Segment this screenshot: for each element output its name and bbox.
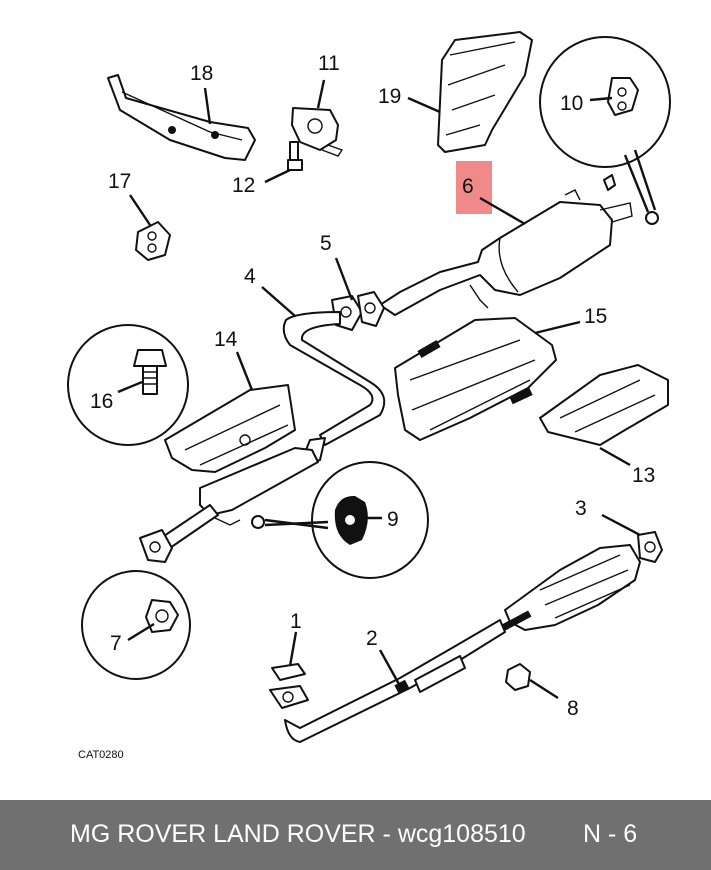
callout-3: 3 [575, 497, 587, 520]
footer-part-description: MG ROVER LAND ROVER - wcg108510 [70, 820, 526, 848]
part-19-heat-shield[interactable] [437, 31, 533, 153]
part-3-gasket[interactable] [637, 531, 663, 563]
callout-10: 10 [560, 92, 583, 115]
part-4-intermediate-pipe[interactable] [139, 311, 386, 563]
part-12-bolt[interactable] [287, 141, 303, 171]
callout-12: 12 [232, 174, 255, 197]
callout-4: 4 [244, 265, 256, 288]
part-8-nut[interactable] [505, 663, 531, 691]
part-13-heat-shield[interactable] [539, 364, 669, 446]
callout-11: 11 [318, 52, 340, 75]
part-7-detail-circle[interactable] [81, 570, 191, 680]
highlight-6 [456, 161, 492, 214]
callout-2: 2 [366, 627, 378, 650]
part-2-front-pipe[interactable] [284, 619, 506, 743]
callout-1: 1 [290, 610, 302, 633]
callout-18: 18 [190, 62, 213, 85]
part-11-mount[interactable] [291, 107, 344, 157]
part-1-gasket[interactable] [269, 663, 309, 709]
part-15-heat-shield[interactable] [394, 317, 557, 441]
callout-7: 7 [110, 632, 122, 655]
footer-reference: N - 6 [583, 820, 638, 848]
part-16-detail-circle[interactable] [67, 324, 189, 446]
callout-15: 15 [584, 305, 607, 328]
callout-19: 19 [378, 85, 401, 108]
callout-14: 14 [214, 328, 238, 351]
part-17-hanger[interactable] [135, 221, 171, 261]
callout-13: 13 [632, 464, 655, 487]
callout-17: 17 [108, 170, 131, 193]
part-14-heat-shield[interactable] [164, 384, 296, 473]
part-6-rear-silencer[interactable] [379, 174, 659, 316]
callout-8: 8 [567, 697, 579, 720]
callout-9: 9 [387, 508, 399, 531]
part-9-detail-circle[interactable] [251, 461, 429, 579]
callout-6: 6 [462, 175, 474, 198]
diagram-code: CAT0280 [78, 749, 124, 761]
part-10-detail-circle[interactable] [539, 36, 671, 168]
part-18-bracket[interactable] [107, 74, 256, 161]
callout-5: 5 [320, 232, 332, 255]
callout-16: 16 [90, 390, 113, 413]
footer-bar: MG ROVER LAND ROVER - wcg108510 N - 6 [0, 800, 711, 870]
exhaust-system-diagram: 18 11 12 19 10 17 [67, 31, 671, 761]
